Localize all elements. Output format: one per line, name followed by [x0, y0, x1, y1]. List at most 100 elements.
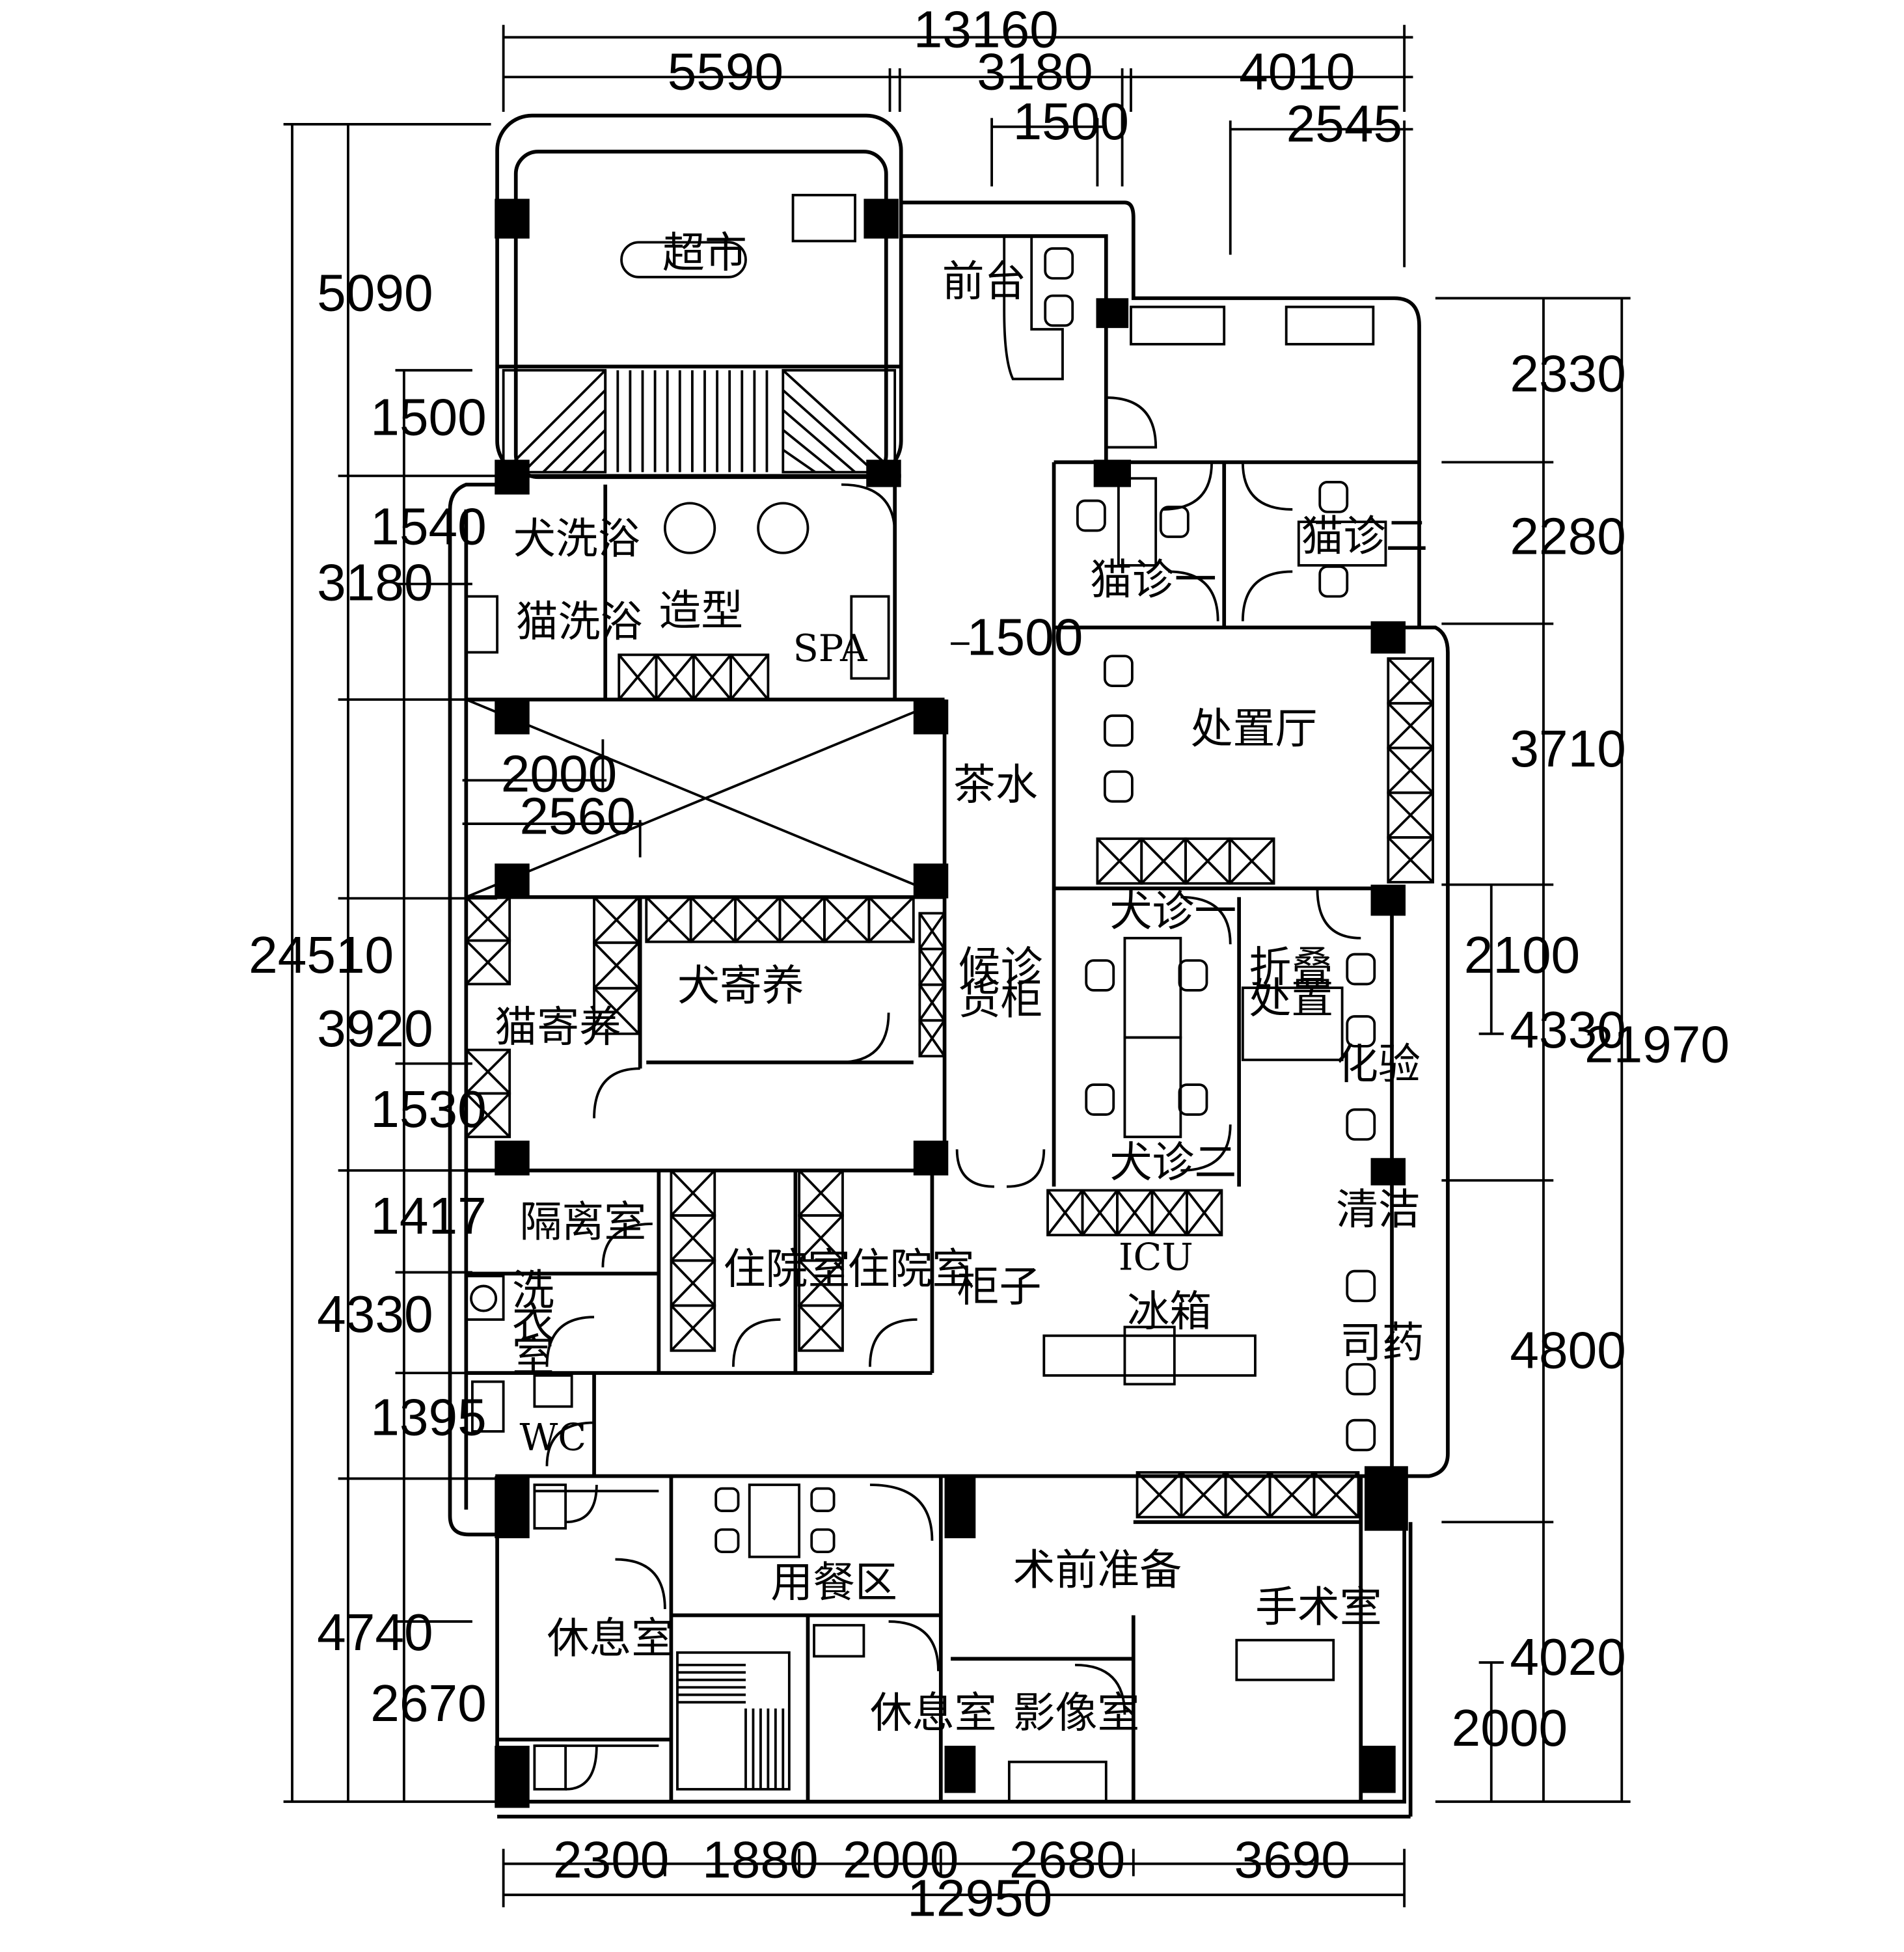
cabinet-cross — [1313, 1471, 1359, 1518]
dim-right-c: 3710 — [1510, 719, 1625, 778]
chair — [1178, 1083, 1208, 1116]
cabinet-cross — [1136, 1471, 1182, 1518]
dim-inner-corridor: 1500 — [967, 607, 1083, 666]
dim-right-total: 21970 — [1584, 1015, 1730, 1074]
cabinet-cross — [823, 896, 870, 943]
stair-winder — [782, 448, 817, 474]
label-wc: WC — [519, 1416, 586, 1459]
column — [1370, 884, 1406, 916]
cabinet-cross — [729, 654, 769, 701]
cabinet-unit — [1312, 1471, 1360, 1519]
dim-bottom-c: 2000 — [843, 1830, 959, 1888]
cabinet-cross — [1096, 837, 1143, 885]
stair-frame — [676, 1651, 791, 1791]
dim-left-a: 5090 — [317, 263, 433, 321]
label-folding-2: 处置 — [1249, 974, 1333, 1023]
label-preop: 术前准备 — [1013, 1546, 1182, 1595]
column — [1364, 1466, 1408, 1531]
cabinet-cross — [1150, 1189, 1188, 1236]
stair-winder — [782, 389, 876, 474]
cabinet-cross — [670, 1259, 716, 1307]
column — [1370, 621, 1406, 654]
dim-left-in-b: 1540 — [370, 496, 486, 555]
column — [944, 1746, 976, 1793]
chair — [1318, 481, 1349, 513]
label-tea: 茶水 — [953, 761, 1038, 809]
dim-bottom-d: 2680 — [1009, 1830, 1125, 1888]
column — [495, 459, 530, 495]
dim-bottom-total: 12950 — [907, 1869, 1052, 1927]
cabinet-cross — [465, 896, 511, 942]
label-treatment-hall: 处置厅 — [1191, 705, 1318, 753]
cabinet-unit — [867, 895, 915, 943]
column — [495, 1746, 530, 1808]
cabinet-cross — [465, 1049, 511, 1094]
column — [913, 863, 949, 899]
column — [944, 1476, 976, 1539]
cabinet-cross — [1081, 1189, 1119, 1236]
column — [866, 459, 901, 487]
label-surgery: 手术室 — [1255, 1583, 1382, 1632]
label-waiting-1: 候诊 — [959, 943, 1043, 992]
label-pharmacy: 司药 — [1340, 1318, 1424, 1367]
dim-left-in-d: 1417 — [370, 1186, 486, 1245]
label-ward-2: 住院室 — [848, 1245, 975, 1294]
dim-left-e: 4740 — [317, 1603, 433, 1661]
cabinet-unit — [465, 939, 511, 986]
dim-right-in-b: 2000 — [1452, 1698, 1568, 1757]
chair — [1103, 655, 1134, 688]
chair — [1159, 506, 1190, 538]
chair — [1318, 565, 1349, 598]
cabinet-cross — [918, 984, 946, 1022]
chair — [1076, 499, 1106, 532]
dim-bottom-a: 2300 — [553, 1830, 669, 1888]
label-cat-bath: 猫洗浴 — [516, 598, 643, 647]
cabinet-cross — [779, 896, 826, 943]
label-dog-bath: 犬洗浴 — [513, 515, 640, 563]
chair — [1103, 770, 1134, 803]
dim-left-total: 24510 — [249, 925, 394, 984]
cabinet-cross — [918, 912, 946, 950]
void-area — [465, 698, 945, 899]
label-laundry-3: 室 — [512, 1332, 554, 1381]
label-waiting-2: 货柜 — [959, 975, 1043, 1024]
cabinet-cross — [1186, 1189, 1223, 1236]
cabinet-cross — [465, 940, 511, 985]
chair — [1346, 1362, 1376, 1396]
column — [495, 1141, 530, 1176]
cabinet-cross — [918, 948, 946, 986]
dim-left-in-e: 1395 — [370, 1388, 486, 1446]
cabinet-cross — [1387, 747, 1434, 794]
label-reception: 前台 — [942, 257, 1027, 306]
cabinet-unit — [798, 1304, 844, 1352]
dim-top-e: 2545 — [1286, 94, 1402, 153]
dim-inner-void-b: 2560 — [519, 786, 635, 845]
column — [1370, 1158, 1406, 1186]
stair-winder — [542, 409, 606, 474]
chair — [1346, 1015, 1376, 1048]
column — [1093, 459, 1131, 487]
dim-left-d: 4330 — [317, 1284, 433, 1343]
dim-left-b: 3180 — [317, 552, 433, 611]
chairs — [714, 247, 1376, 1554]
column — [913, 699, 949, 735]
cabinet-cross — [645, 896, 692, 943]
room-labels: 超市 前台 犬洗浴 猫洗浴 造型 SPA 猫诊一 猫诊二 处置厅 茶水 候诊 货… — [495, 229, 1428, 1738]
label-laundry-1: 洗 — [512, 1266, 554, 1315]
dim-left-in-a: 1500 — [370, 387, 486, 446]
cabinet-cross — [868, 896, 915, 943]
cabinet-cross — [1387, 791, 1434, 839]
dim-left-in-c: 1530 — [370, 1079, 486, 1138]
chair — [1085, 1083, 1115, 1116]
cabinet-cross — [465, 1092, 511, 1138]
cabinet-unit — [918, 1019, 946, 1058]
column — [864, 198, 899, 239]
chair — [1346, 1269, 1376, 1303]
cabinet-unit — [729, 653, 770, 701]
cabinet-cross — [692, 654, 732, 701]
cabinet-cross — [1184, 837, 1231, 885]
cabinet-cross — [918, 1020, 946, 1057]
cabinet-unit — [670, 1304, 716, 1352]
label-lab: 化验 — [1336, 1040, 1421, 1089]
label-folding-1: 折叠 — [1249, 943, 1333, 992]
